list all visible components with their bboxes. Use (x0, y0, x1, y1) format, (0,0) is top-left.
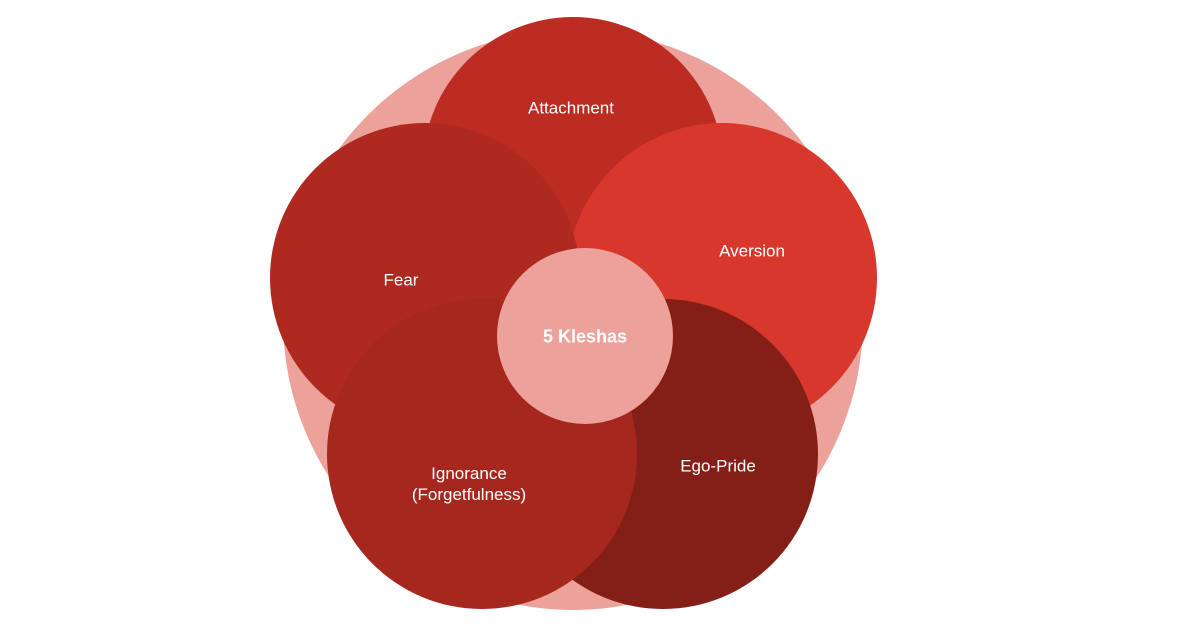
attachment-label: Attachment (528, 98, 614, 118)
ignorance-label-line1: Ignorance (431, 464, 507, 483)
ignorance-label-line2: (Forgetfulness) (411, 485, 527, 504)
fear-label: Fear (383, 270, 419, 290)
aversion-label: Aversion (719, 241, 785, 261)
center-circle (497, 248, 673, 424)
center-label: 5 Kleshas (542, 326, 628, 347)
ego-pride-label: Ego-Pride (680, 456, 756, 476)
ignorance-label: Ignorance (Forgetfulness) (412, 463, 526, 505)
